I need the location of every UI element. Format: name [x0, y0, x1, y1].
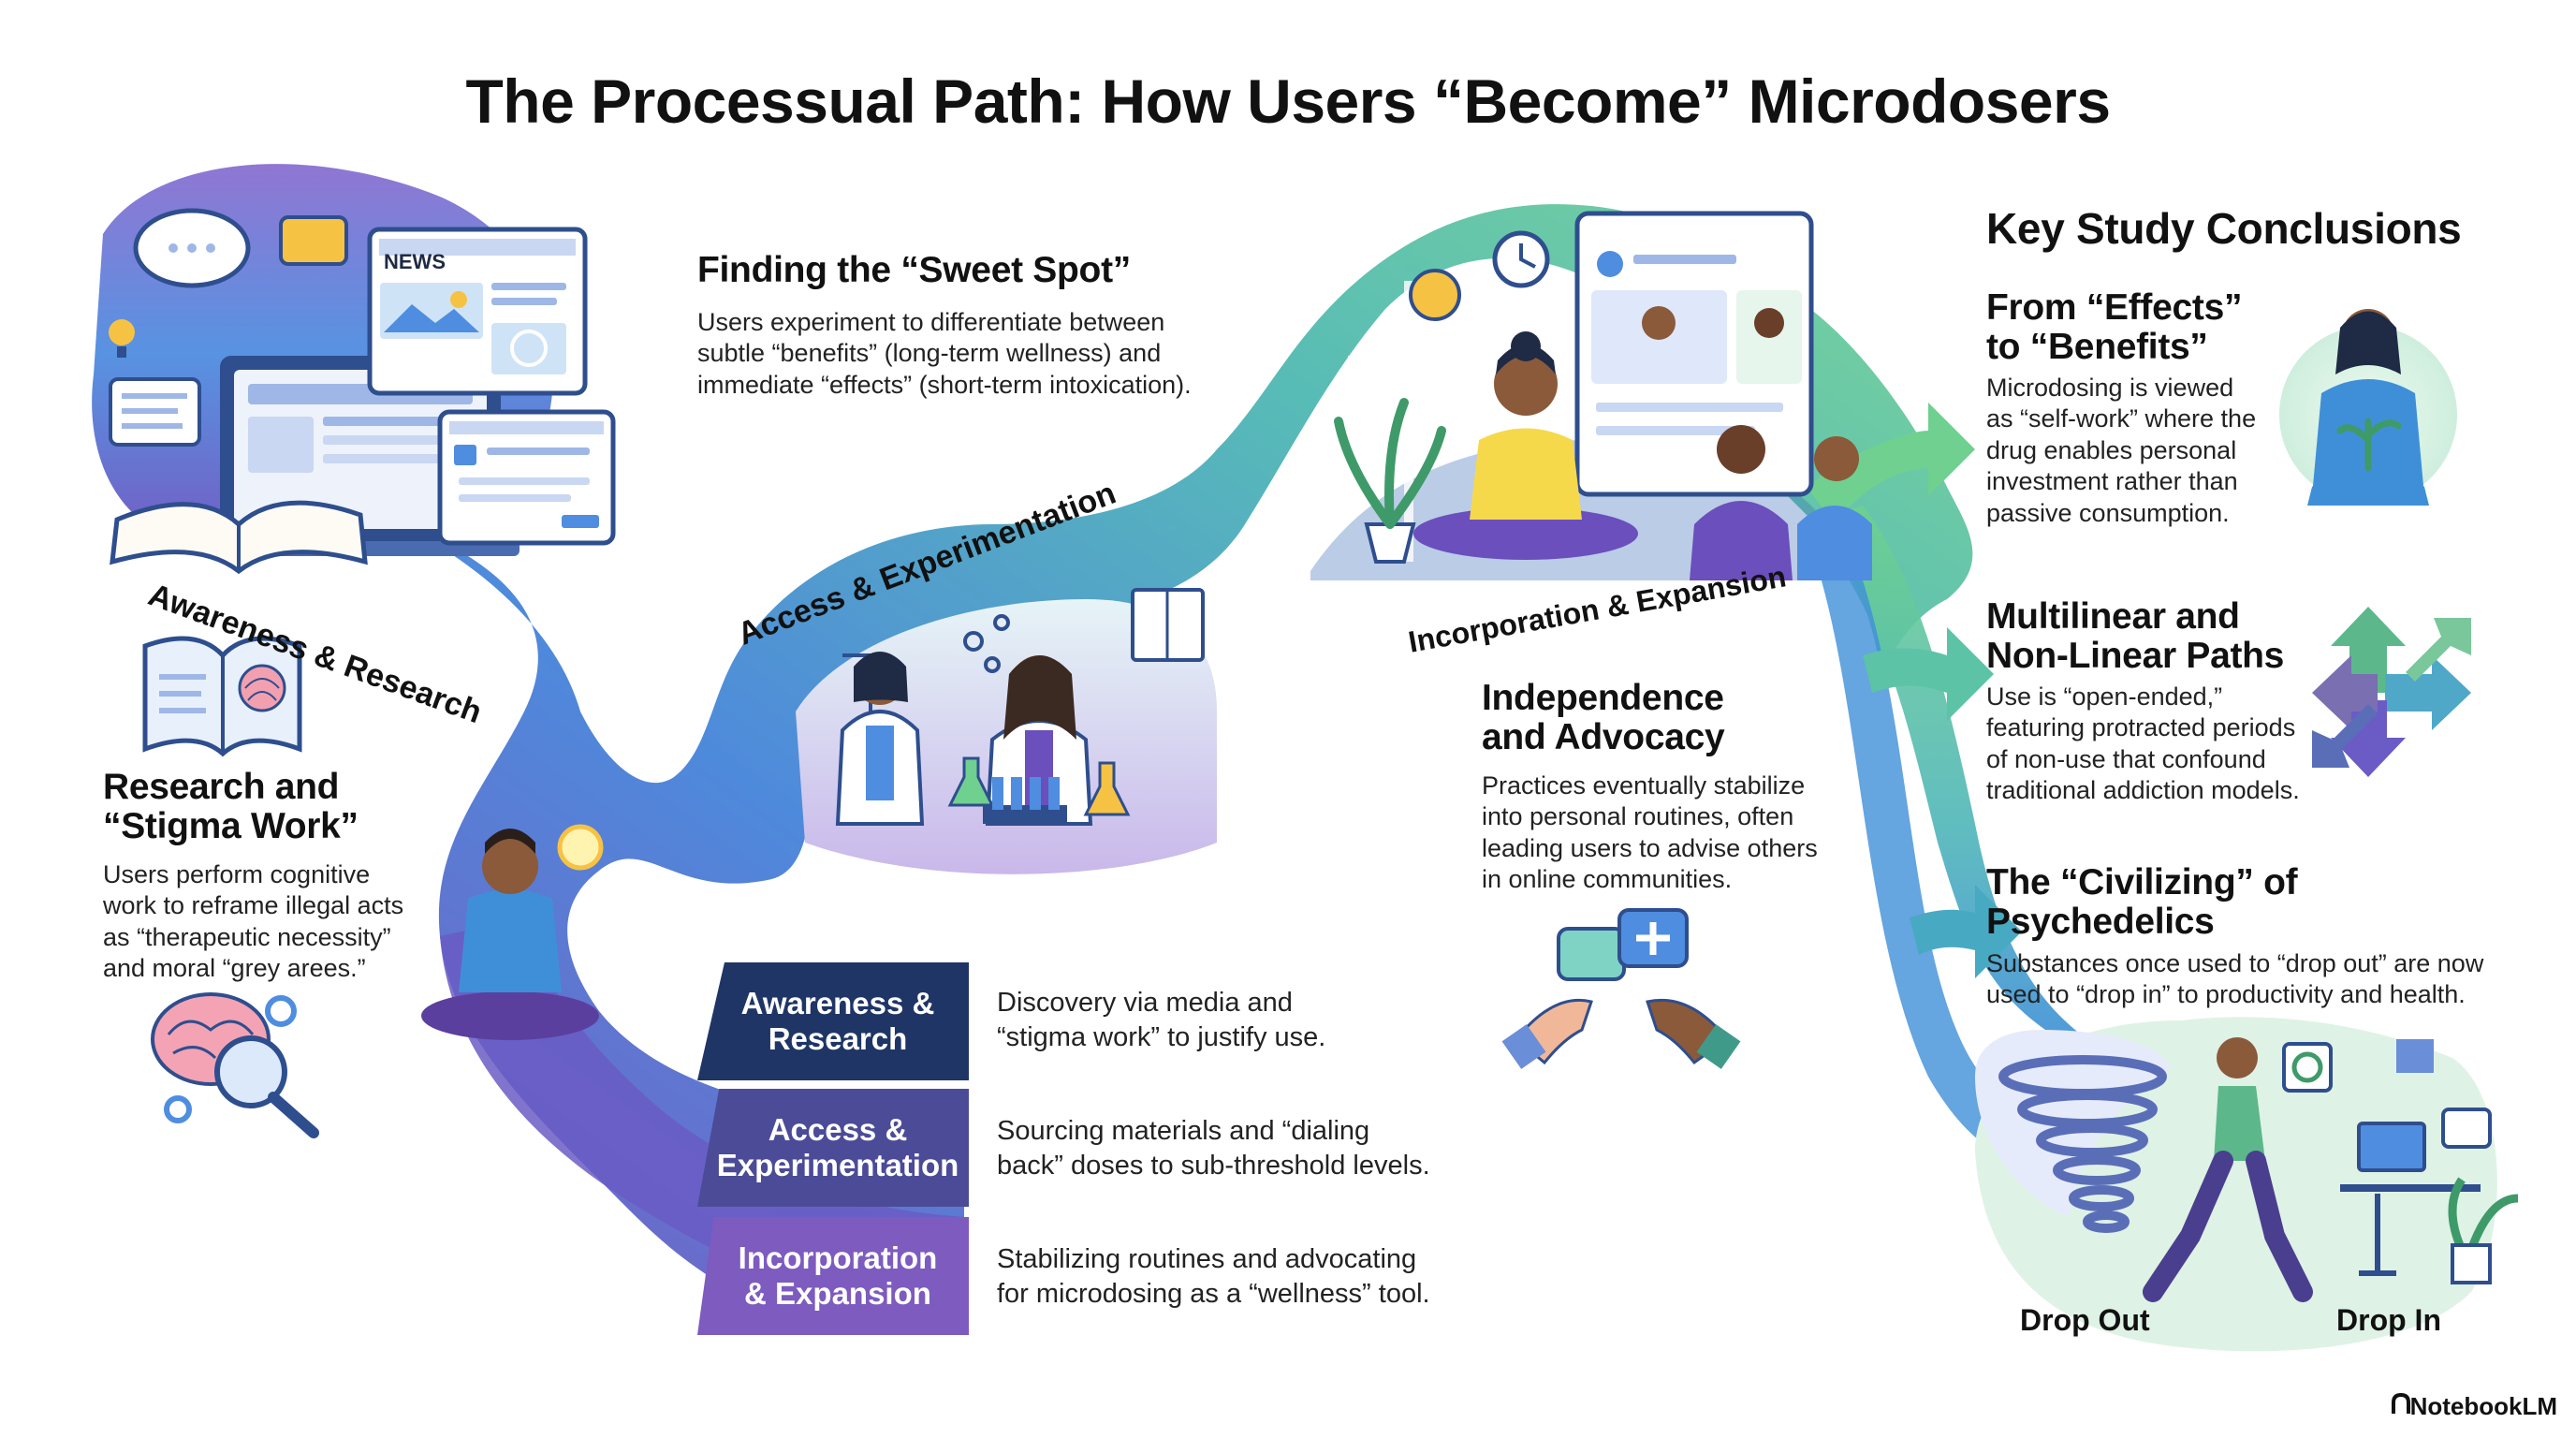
- conclusion-2-heading: Multilinear and Non-Linear Paths: [1986, 596, 2285, 677]
- news-badge: NEWS: [384, 250, 446, 273]
- conclusion-2-body: Use is “open-ended,” featuring protracte…: [1986, 682, 2300, 805]
- devices-illustration: [109, 208, 616, 575]
- brand-name: NotebookLM: [2409, 1392, 2557, 1420]
- stage-desc-incorporation: Stabilizing routines and advocating for …: [997, 1244, 1430, 1310]
- conclusion-3-body: Substances once used to “drop out” are n…: [1986, 949, 2484, 1009]
- drop-in-label: Drop In: [2336, 1303, 2441, 1337]
- brand-logo: NotebookLM: [2410, 1392, 2557, 1421]
- stage-desc-awareness: Discovery via media and “stigma work” to…: [997, 988, 1326, 1053]
- independence-body: Practices eventually stabilize into pers…: [1482, 771, 1818, 894]
- conclusion-3-heading: The “Civilizing” of Psychedelics: [1986, 862, 2298, 943]
- lab-scene-illustration: [796, 588, 1217, 874]
- stage-tab-incorporation: Incorporation & Expansion: [697, 1217, 969, 1335]
- research-heading: Research and “Stigma Work”: [103, 767, 359, 847]
- thinker-illustration: [421, 824, 604, 1040]
- independence-heading: Independence and Advocacy: [1482, 678, 1725, 758]
- drop-in-scene-illustration: [1975, 1017, 2519, 1352]
- meditation-scene-illustration: [1310, 211, 1872, 580]
- stage-desc-access: Sourcing materials and “dialing back” do…: [997, 1116, 1430, 1181]
- stage-tab-access: Access & Experimentation: [697, 1089, 969, 1207]
- stage-tab-awareness: Awareness & Research: [697, 962, 969, 1080]
- multilinear-arrows-icon: [2312, 607, 2471, 777]
- sweet-spot-heading: Finding the “Sweet Spot”: [697, 250, 1131, 290]
- research-body: Users perform cognitive work to reframe …: [103, 860, 404, 983]
- book-brain-illustration: [142, 636, 302, 757]
- notebooklm-logo-icon: [2392, 1392, 2410, 1414]
- conclusion-1-heading: From “Effects” to “Benefits”: [1986, 287, 2243, 368]
- conclusions-heading: Key Study Conclusions: [1986, 204, 2462, 253]
- drop-out-label: Drop Out: [2020, 1303, 2150, 1337]
- conclusion-1-body: Microdosing is viewed as “self-work” whe…: [1986, 374, 2257, 527]
- page-title: The Processual Path: How Users “Become” …: [465, 66, 2111, 136]
- brain-magnifier-illustration: [151, 992, 319, 1138]
- self-work-illustration: [2279, 309, 2457, 506]
- sweet-spot-body: Users experiment to differentiate betwee…: [697, 308, 1192, 399]
- chat-hands-illustration: [1501, 908, 1741, 1069]
